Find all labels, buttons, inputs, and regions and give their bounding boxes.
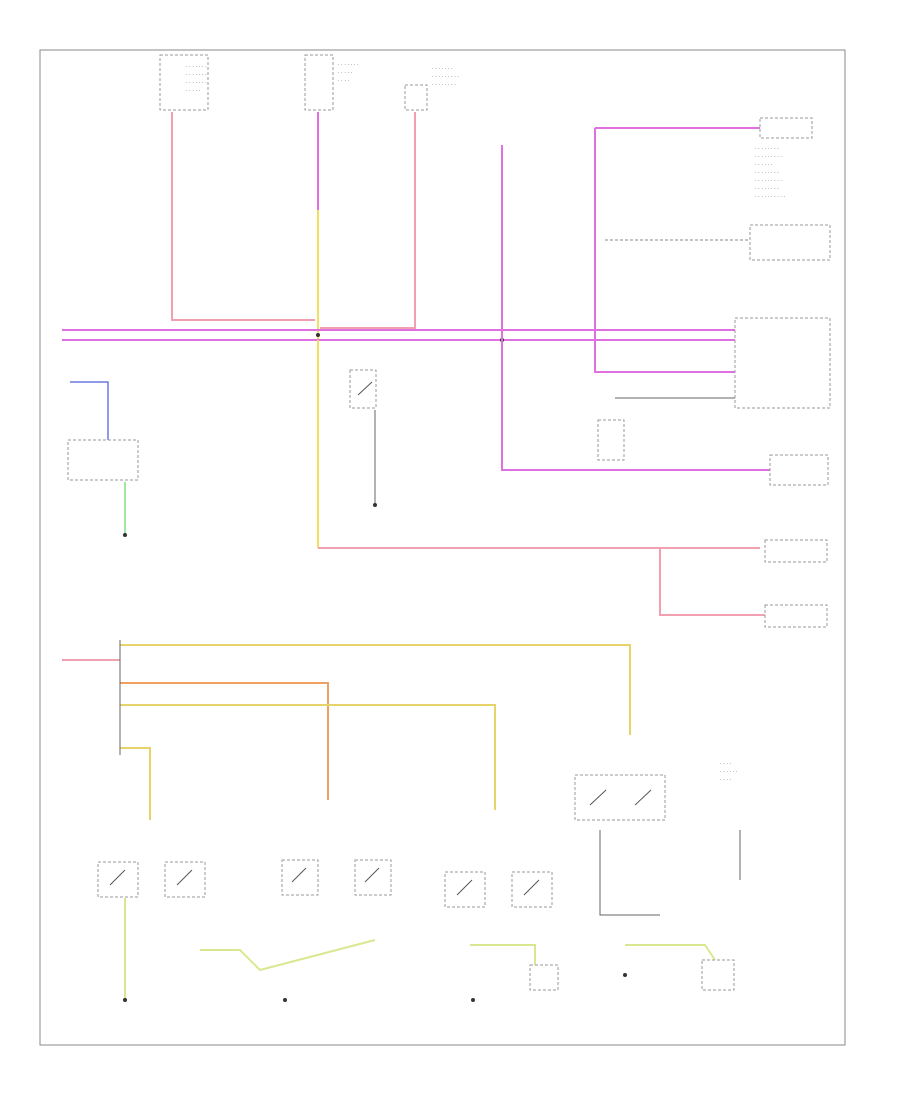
svg-text:· · · · · · ·: · · · · · · ·	[186, 80, 207, 86]
top-component-center: · · · · · · · · · · · · · · · ·	[304, 54, 359, 111]
splice-dot-main	[316, 333, 320, 337]
right-module-1	[749, 224, 831, 261]
wire-lower-4	[120, 747, 151, 820]
svg-text:· · · · · ·: · · · · · ·	[720, 769, 738, 775]
switch-group-2	[200, 859, 392, 1002]
switch-group-4	[574, 774, 735, 991]
svg-text:· · · · · · · ·: · · · · · · · ·	[755, 170, 779, 176]
top-component-right: · · · · · · · · · · · · · · · · · · · · …	[404, 66, 459, 111]
wire-lower-3	[120, 704, 496, 810]
svg-text:· · · · · · · · ·: · · · · · · · · ·	[755, 178, 782, 184]
right-module-2	[734, 317, 831, 409]
wire-right-loop	[594, 128, 735, 373]
right-module-3	[769, 454, 829, 486]
svg-text:· · · · · · · ·: · · · · · · · ·	[755, 146, 779, 152]
svg-text:· · · · · · · · · ·: · · · · · · · · · ·	[755, 194, 786, 200]
diagram-frame	[39, 49, 846, 1046]
switch-group-1	[97, 861, 206, 1002]
right-component-list: · · · · · · · · · · · · · · · · · · · · …	[755, 117, 813, 200]
switch-group-3	[444, 871, 559, 1002]
svg-text:· · · · · · · · ·: · · · · · · · · ·	[432, 74, 459, 80]
wire-lower-orange	[120, 682, 329, 800]
top-component-left: · · · · · · · · · · · · · · · · · · · · …	[159, 54, 209, 111]
svg-text:· · · · ·: · · · · ·	[186, 88, 201, 94]
svg-text:· · · · · · ·: · · · · · · ·	[186, 64, 207, 70]
svg-text:· · · · · · ·: · · · · · · ·	[338, 62, 359, 68]
svg-text:· · · ·: · · · ·	[720, 761, 732, 767]
svg-text:· · · · · · · ·: · · · · · · · ·	[432, 82, 456, 88]
right-module-4	[764, 539, 828, 563]
svg-text:· · · · · ·: · · · · · ·	[755, 162, 773, 168]
svg-text:· · · ·: · · · ·	[338, 78, 350, 84]
svg-text:· · · · · · · · ·: · · · · · · · · ·	[755, 154, 782, 160]
svg-text:· · · · ·: · · · · ·	[338, 70, 353, 76]
left-sensor	[67, 381, 139, 537]
svg-text:· · · · · · · ·: · · · · · · · ·	[755, 186, 779, 192]
lower-right-labels: · · · · · · · · · · · · · ·	[720, 761, 741, 880]
pressure-switch	[597, 419, 625, 461]
wire-pink-left-feed	[171, 112, 315, 321]
wire-right-vertical	[501, 145, 770, 471]
wire-pink-branch	[659, 548, 765, 616]
wire-lower-1	[120, 644, 631, 735]
center-switch	[349, 369, 377, 507]
svg-text:· · · ·: · · · ·	[720, 777, 732, 783]
right-module-5	[764, 604, 828, 628]
svg-text:· · · · · · ·: · · · · · · ·	[432, 66, 453, 72]
svg-text:· · · · · · ·: · · · · · · ·	[186, 72, 207, 78]
wire-pink-right-feed	[320, 112, 416, 329]
